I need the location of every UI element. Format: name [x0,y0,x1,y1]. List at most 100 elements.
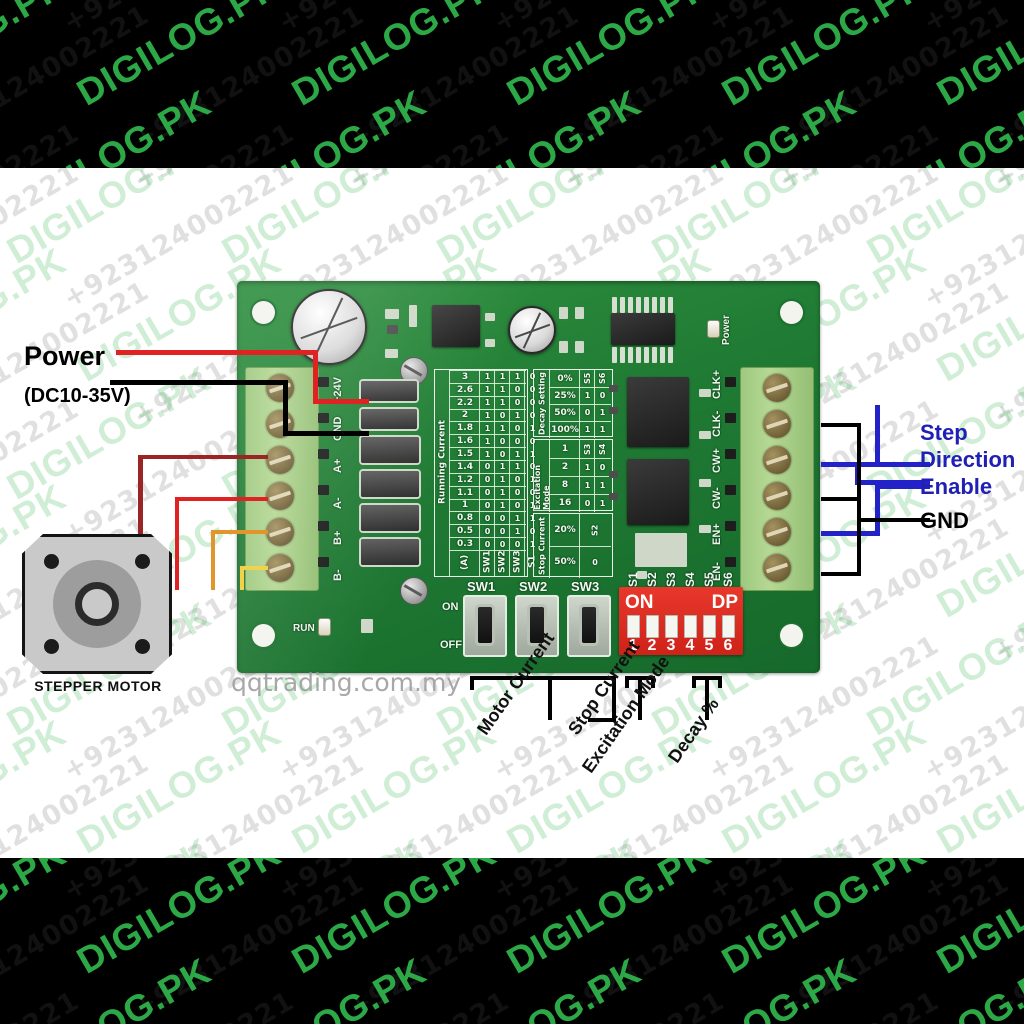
toggle-on-label: ON [442,601,459,613]
table-cell-value: 2 [561,462,569,472]
table-gridline [449,395,526,397]
table-gridline [449,421,526,423]
table-cell: 0 [514,488,521,498]
watermark-logo: DIGILOG.PK [0,0,73,114]
watermark-phone: +923124002221 [918,0,1024,39]
watermark-phone: +923124002221 [703,985,945,1024]
input-terminal-block[interactable] [245,367,319,591]
table-cell: 0 [584,408,591,417]
table-cell: 0 [592,557,598,567]
terminal-screw[interactable] [266,554,294,582]
terminal-screw[interactable] [763,446,791,474]
table-cell: 0 [529,436,536,446]
watermark-phone: +923124002221 [918,985,1024,1024]
smd-component [575,307,584,319]
power-led-label: Power [721,315,732,346]
watermark-phone: +923124002221 [0,393,85,551]
table-cell: 1 [499,385,506,395]
table-cell-value: 25% [554,390,576,401]
terminal-screw[interactable] [763,482,791,510]
table-cell: 1 [584,480,591,490]
smd-component [699,479,711,487]
watermark-logo: DIGILOG.PK [715,0,933,114]
motor-mounting-hole [135,554,150,569]
tb6560-driver-board: Power +24V GND A+ A- B+ B- Running C [237,281,820,673]
toggle-switch-sw3[interactable] [567,595,611,657]
table-header: S1 [527,555,538,569]
dip-switch-s4[interactable] [684,615,697,638]
table-cell: 0 [499,449,506,459]
terminal-label-en-plus: EN+ [711,523,723,545]
table-cell: 1.2 [457,474,473,485]
terminal-label-clk-plus: CLK+ [711,369,723,399]
table-cell: 0 [499,526,506,536]
watermark-phone: +923124002221 [58,858,300,907]
run-led [319,619,330,635]
dip-switch-s1[interactable] [627,615,640,638]
callout-bracket-excitation [625,676,655,680]
watermark-logo: DIGILOG.PK [70,0,288,114]
terminal-screw[interactable] [266,374,294,402]
table-gridline [549,440,550,512]
ic-pin-row-top [612,297,673,313]
table-cell: 1 [461,500,469,511]
power-voltage-label: (DC10-35V) [24,385,131,407]
toggle-lever[interactable] [582,607,596,643]
table-cell: 1 [529,423,536,433]
table-cell: 1 [484,410,491,420]
watermark-phone: +923124002221 [343,0,585,157]
smd-component [609,471,618,478]
table-cell: 1 [584,425,591,434]
table-cell: 0 [514,423,521,433]
terminal-pad [725,377,736,387]
dip-label-s3: S3 [664,572,678,587]
output-terminal-block[interactable] [740,367,814,591]
callout-tick-excitation-l [625,676,629,688]
toggle-switch-sw1[interactable] [463,595,507,657]
watermark-logo: DIGILOG.PK [715,858,933,982]
watermark-phone: +923124002221 [703,117,945,168]
toggle-lever[interactable] [478,607,492,643]
ic-chip-top [611,313,675,345]
table-cell: 1 [499,475,506,485]
terminal-screw[interactable] [763,374,791,402]
dip-dp-label: DP [711,592,738,613]
dip-switch-s2[interactable] [646,615,659,638]
terminal-screw[interactable] [763,410,791,438]
terminal-screw[interactable] [763,518,791,546]
watermark-logo: DIGILOG.PK [930,240,1024,390]
table-gridline [449,434,526,436]
table-cell: 0 [529,526,536,536]
table-cell-value: 50% [554,407,576,418]
table-cell-value: 20% [554,525,576,535]
table-cell: 0 [499,436,506,446]
driver-ic-upper [627,377,689,447]
smd-component [387,325,398,334]
terminal-screw[interactable] [763,554,791,582]
watermark-phone: +923124002221 [0,157,85,315]
table-cell: 1.8 [457,423,473,434]
terminal-screw[interactable] [266,482,294,510]
power-resistor [361,505,419,531]
dip-switch-s6[interactable] [722,615,735,638]
smd-component [559,341,568,353]
motor-shaft [75,582,119,626]
table-cell: 1 [484,385,491,395]
callout-bracket-top [470,676,616,680]
dip-switch-s5[interactable] [703,615,716,638]
motor-wire-a-minus-v [175,497,179,590]
motor-mounting-hole [135,639,150,654]
mounting-hole [780,301,803,324]
terminal-screw[interactable] [266,446,294,474]
table-gridline [449,370,450,576]
watermark-logo: DIGILOG.PK [860,594,1024,744]
terminal-pad [725,521,736,531]
voltage-regulator [432,305,480,347]
table-header: S4 [598,443,607,455]
smd-component [485,313,495,321]
smd-component [609,385,618,392]
dip-switch-s3[interactable] [665,615,678,638]
terminal-screw[interactable] [266,518,294,546]
heatsink-screw [400,577,428,605]
table-cell: 3 [461,371,469,382]
